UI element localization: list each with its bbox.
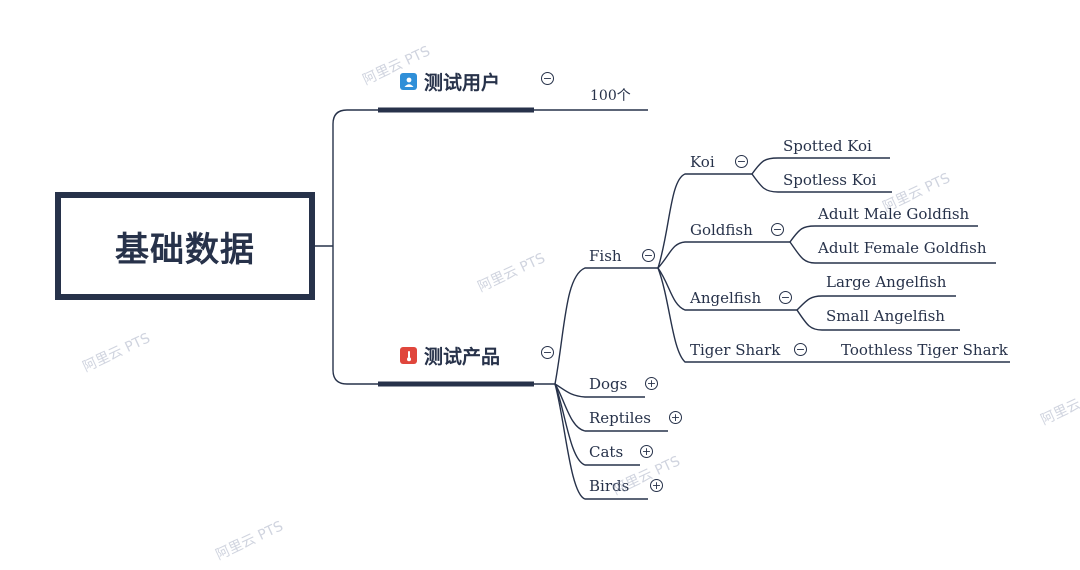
node-spotted-koi[interactable]: Spotted Koi bbox=[783, 137, 872, 155]
branch-test-products[interactable]: 测试产品 bbox=[400, 342, 500, 369]
collapse-toggle-goldfish[interactable]: − bbox=[771, 223, 784, 236]
node-tiger-shark[interactable]: Tiger Shark bbox=[690, 341, 781, 359]
node-goldfish[interactable]: Goldfish bbox=[690, 221, 753, 239]
node-fish[interactable]: Fish bbox=[589, 247, 622, 265]
branch-test-products-label: 测试产品 bbox=[424, 346, 501, 368]
node-spotless-koi[interactable]: Spotless Koi bbox=[783, 171, 877, 189]
expand-toggle-birds[interactable]: + bbox=[650, 479, 663, 492]
branch-test-users-label: 测试用户 bbox=[424, 72, 501, 94]
collapse-toggle-test-products[interactable]: − bbox=[541, 346, 554, 359]
collapse-toggle-angelfish[interactable]: − bbox=[779, 291, 792, 304]
node-dogs[interactable]: Dogs bbox=[589, 375, 628, 393]
root-topic-label: 基础数据 bbox=[115, 229, 255, 270]
node-birds[interactable]: Birds bbox=[589, 477, 630, 495]
node-koi[interactable]: Koi bbox=[690, 153, 715, 171]
collapse-toggle-koi[interactable]: − bbox=[735, 155, 748, 168]
expand-toggle-dogs[interactable]: + bbox=[645, 377, 658, 390]
node-reptiles[interactable]: Reptiles bbox=[589, 409, 651, 427]
node-cats[interactable]: Cats bbox=[589, 443, 624, 461]
branch-test-users[interactable]: 测试用户 bbox=[400, 68, 500, 95]
node-adult-male-goldfish[interactable]: Adult Male Goldfish bbox=[818, 205, 970, 223]
collapse-toggle-tiger-shark[interactable]: − bbox=[794, 343, 807, 356]
node-large-angelfish[interactable]: Large Angelfish bbox=[826, 273, 947, 291]
expand-toggle-cats[interactable]: + bbox=[640, 445, 653, 458]
thermometer-icon bbox=[400, 347, 417, 364]
collapse-toggle-fish[interactable]: − bbox=[642, 249, 655, 262]
node-adult-female-goldfish[interactable]: Adult Female Goldfish bbox=[818, 239, 987, 257]
node-small-angelfish[interactable]: Small Angelfish bbox=[826, 307, 945, 325]
node-angelfish[interactable]: Angelfish bbox=[690, 289, 762, 307]
user-card-icon bbox=[400, 73, 417, 90]
collapse-toggle-test-users[interactable]: − bbox=[541, 72, 554, 85]
node-toothless-tiger-shark[interactable]: Toothless Tiger Shark bbox=[841, 341, 1008, 359]
root-topic[interactable]: 基础数据 bbox=[55, 192, 315, 300]
expand-toggle-reptiles[interactable]: + bbox=[669, 411, 682, 424]
node-100-users[interactable]: 100个 bbox=[590, 88, 631, 104]
